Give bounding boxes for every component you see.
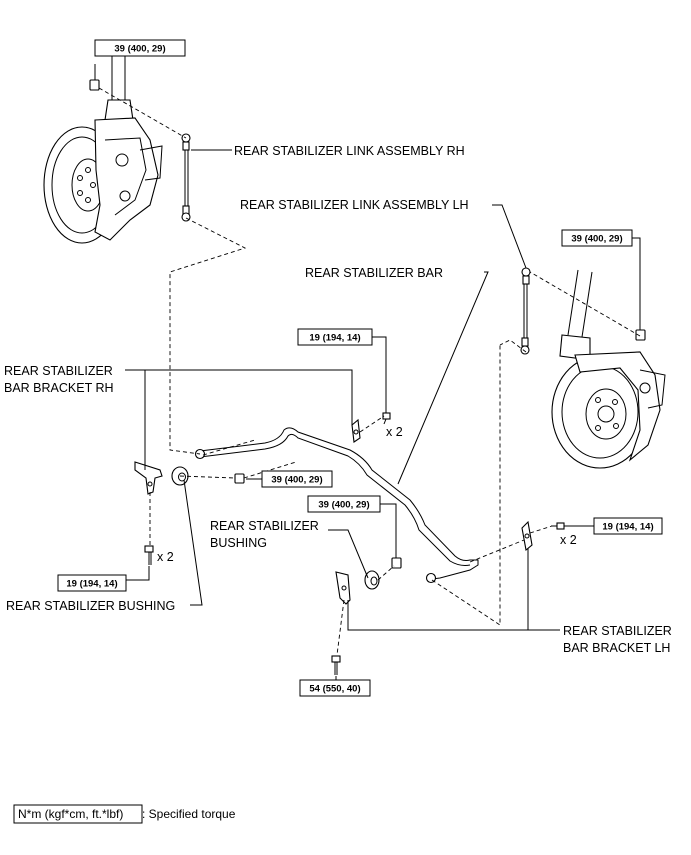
torque-box-bushing-nut: 39 (400, 29)	[307, 495, 381, 513]
torque-value: 39 (400, 29)	[318, 500, 369, 511]
torque-value: 54 (550, 40)	[309, 684, 360, 695]
bushing-mid-part	[364, 570, 380, 590]
bracket-lh-lower-part	[335, 571, 351, 605]
label-bracket-rh-line1: REAR STABILIZER	[4, 364, 113, 378]
torque-box-bracket-rh-bottom: 19 (194, 14)	[57, 574, 127, 592]
torque-value: 39 (400, 29)	[571, 234, 622, 245]
label-bracket-rh-line2: BAR BRACKET RH	[4, 381, 114, 395]
label-bushing-rh: REAR STABILIZER BUSHING	[6, 599, 175, 613]
bracket-rh-upper-part	[351, 418, 361, 443]
bracket-rh-lower-part	[134, 461, 163, 495]
torque-box-top-left: 39 (400, 29)	[94, 39, 186, 57]
torque-box-bottom: 54 (550, 40)	[299, 679, 371, 697]
label-bushing-mid-line2: BUSHING	[210, 536, 267, 550]
nut-top-left	[89, 64, 100, 91]
multiplier-bracket-rh-lower: x 2	[157, 550, 174, 564]
stabilizer-bar-part	[194, 427, 479, 584]
link-rh-part	[181, 133, 191, 222]
torque-box-top-right: 39 (400, 29)	[561, 229, 633, 247]
nut-top-right	[635, 250, 646, 341]
torque-box-bracket-rh-top: 19 (194, 14)	[297, 328, 373, 346]
torque-value: 19 (194, 14)	[309, 333, 360, 344]
torque-box-bar-nut: 39 (400, 29)	[261, 470, 333, 488]
label-link-lh: REAR STABILIZER LINK ASSEMBLY LH	[240, 198, 469, 212]
torque-value: 39 (400, 29)	[271, 475, 322, 486]
assembly-dashed-lines	[98, 87, 641, 656]
multiplier-bracket-lh: x 2	[560, 533, 577, 547]
label-link-rh: REAR STABILIZER LINK ASSEMBLY RH	[234, 144, 465, 158]
torque-value: 19 (194, 14)	[602, 522, 653, 533]
label-stabilizer-bar: REAR STABILIZER BAR	[305, 266, 443, 280]
torque-value: 39 (400, 29)	[114, 44, 165, 55]
label-bracket-lh-line2: BAR BRACKET LH	[563, 641, 670, 655]
label-bushing-mid-line1: REAR STABILIZER	[210, 519, 319, 533]
nut-bar	[234, 473, 245, 484]
bolt-bracket-rh-lower	[144, 545, 154, 565]
leader-lines	[125, 149, 641, 680]
torque-box-bracket-lh: 19 (194, 14)	[593, 517, 663, 535]
bolt-bracket-rh-upper	[382, 412, 391, 425]
bolt-bottom	[331, 655, 341, 675]
knuckle-lh-illustration	[551, 269, 666, 469]
bolt-bracket-lh	[551, 522, 565, 530]
nut-bushing	[391, 557, 402, 569]
knuckle-rh-illustration	[43, 40, 163, 244]
legend: N*m (kgf*cm, ft.*lbf) : Specified torque	[13, 804, 236, 824]
label-bracket-lh-line1: REAR STABILIZER	[563, 624, 672, 638]
multiplier-bracket-rh: x 2	[386, 425, 403, 439]
legend-description: : Specified torque	[142, 807, 236, 821]
bracket-lh-upper-part	[521, 520, 533, 552]
legend-box-text: N*m (kgf*cm, ft.*lbf)	[18, 807, 123, 821]
torque-value: 19 (194, 14)	[66, 579, 117, 590]
link-lh-part	[520, 267, 531, 355]
